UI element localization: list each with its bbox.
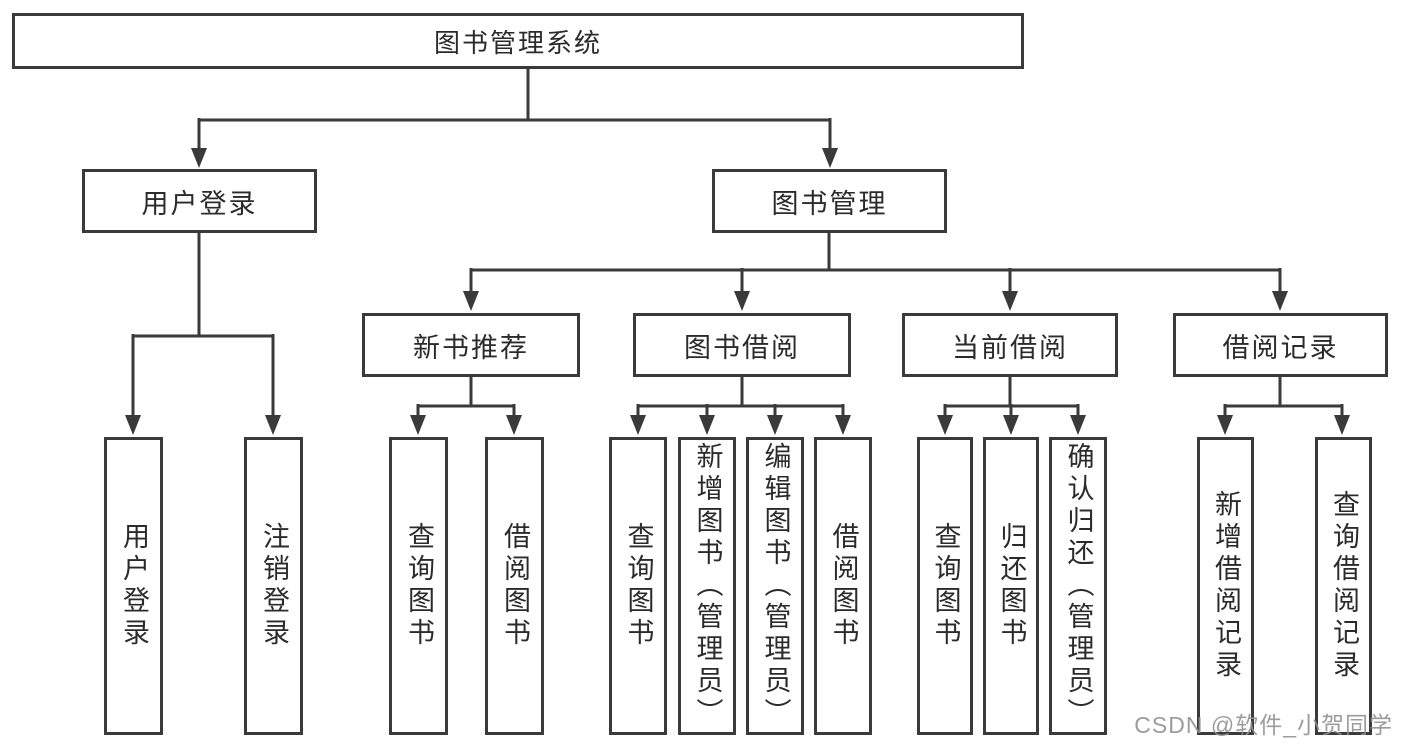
arrow-down-icon: [1070, 415, 1086, 435]
arrow-down-icon: [937, 415, 953, 435]
arrow-down-icon: [1217, 415, 1233, 435]
leaf-add-borrow-record: 新增借阅记录: [1197, 437, 1254, 735]
arrow-down-icon: [822, 148, 838, 168]
node-label: 查询图书: [930, 522, 961, 650]
node-new-book-recommend: 新书推荐: [362, 313, 580, 377]
arrow-down-icon: [506, 415, 522, 435]
node-label: 编辑图书（管理员）: [760, 442, 791, 730]
node-label: 查询图书: [623, 522, 654, 650]
node-book-borrow: 图书借阅: [633, 313, 851, 377]
node-library-management-system: 图书管理系统: [12, 13, 1024, 69]
leaf-confirm-return-admin: 确认归还（管理员）: [1049, 437, 1107, 735]
node-user-login: 用户登录: [82, 169, 317, 233]
node-label: 图书管理: [771, 188, 888, 219]
leaf-query-books-current: 查询图书: [917, 437, 973, 735]
node-label: 图书管理系统: [433, 27, 602, 58]
arrow-down-icon: [630, 415, 646, 435]
node-label: 当前借阅: [952, 332, 1068, 363]
leaf-query-borrow-record: 查询借阅记录: [1315, 437, 1372, 735]
node-label: 借阅记录: [1222, 332, 1339, 363]
arrow-down-icon: [1334, 415, 1350, 435]
arrow-down-icon: [1002, 291, 1018, 311]
arrow-down-icon: [767, 415, 783, 435]
node-book-management: 图书管理: [712, 169, 947, 233]
node-label: 图书借阅: [684, 332, 800, 363]
arrow-down-icon: [734, 291, 750, 311]
leaf-edit-books-admin: 编辑图书（管理员）: [746, 437, 804, 735]
node-label: 借阅图书: [500, 522, 530, 650]
node-label: 注销登录: [259, 522, 289, 650]
arrow-down-icon: [1003, 415, 1019, 435]
node-label: 查询图书: [404, 522, 434, 650]
arrow-down-icon: [463, 291, 479, 311]
node-label: 用户登录: [119, 522, 149, 650]
node-label: 新增借阅记录: [1211, 490, 1241, 682]
node-label: 确认归还（管理员）: [1063, 442, 1094, 730]
arrow-down-icon: [265, 415, 281, 435]
leaf-query-books-borrow: 查询图书: [609, 437, 667, 735]
arrow-down-icon: [1272, 291, 1288, 311]
node-label: 新书推荐: [413, 332, 529, 363]
leaf-borrow-books: 借阅图书: [814, 437, 872, 735]
arrow-down-icon: [835, 415, 851, 435]
arrow-down-icon: [191, 148, 207, 168]
arrow-down-icon: [699, 415, 715, 435]
node-current-borrow: 当前借阅: [902, 313, 1118, 377]
node-label: 查询借阅记录: [1329, 490, 1359, 682]
node-label: 用户登录: [141, 188, 258, 219]
arrow-down-icon: [125, 415, 141, 435]
leaf-user-login: 用户登录: [104, 437, 163, 735]
leaf-query-books-recommend: 查询图书: [389, 437, 448, 735]
node-label: 归还图书: [996, 522, 1027, 650]
watermark: CSDN @软件_小贺同学: [1134, 712, 1393, 738]
arrow-down-icon: [410, 415, 426, 435]
leaf-add-books-admin: 新增图书（管理员）: [678, 437, 736, 735]
node-label: 新增图书（管理员）: [692, 442, 723, 730]
leaf-logout-login: 注销登录: [244, 437, 303, 735]
node-borrow-records: 借阅记录: [1173, 313, 1388, 377]
leaf-borrow-books-recommend: 借阅图书: [485, 437, 544, 735]
leaf-return-books: 归还图书: [983, 437, 1039, 735]
node-label: 借阅图书: [828, 522, 859, 650]
